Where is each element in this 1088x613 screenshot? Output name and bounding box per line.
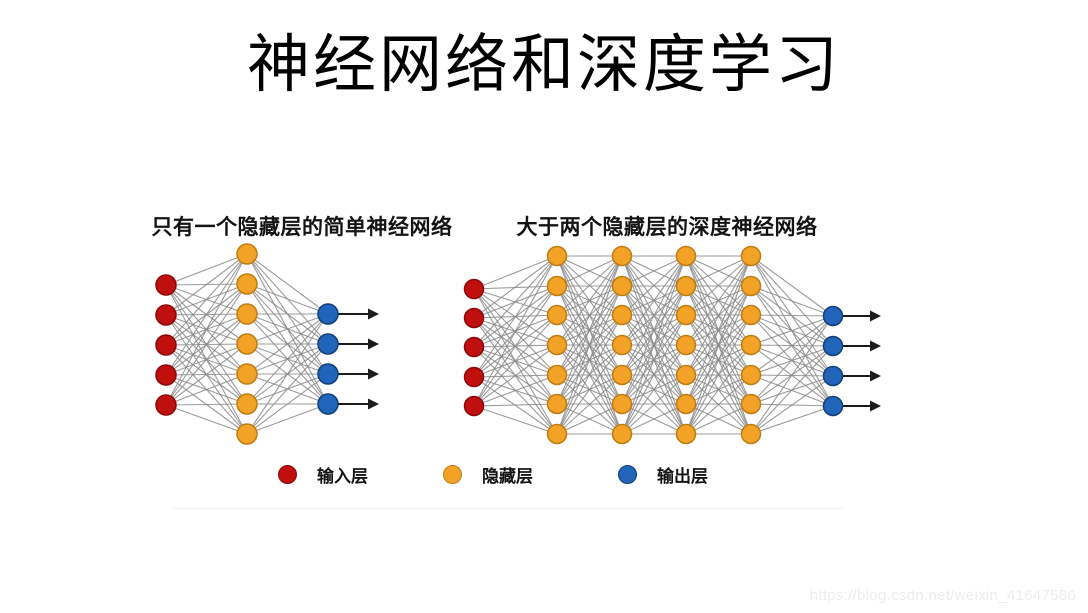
- hidden-layer-dot-icon: [443, 464, 462, 484]
- legend-label-output: 输出层: [657, 466, 708, 486]
- legend-item-output: 输出层: [618, 464, 708, 486]
- legend-item-hidden: 隐藏层: [443, 464, 533, 486]
- input-layer-dot-icon: [278, 464, 297, 484]
- legend-item-input: 输入层: [278, 464, 368, 486]
- image-bottom-edge: [172, 508, 844, 509]
- diagram-label-deep-network: 大于两个隐藏层的深度神经网络: [516, 216, 818, 239]
- legend-label-input: 输入层: [317, 466, 368, 486]
- watermark: https://blog.csdn.net/weixin_41647586: [809, 587, 1076, 604]
- legend-label-hidden: 隐藏层: [482, 466, 533, 486]
- diagram-label-simple-network: 只有一个隐藏层的简单神经网络: [151, 216, 453, 239]
- page-title: 神经网络和深度学习: [247, 30, 841, 100]
- output-layer-dot-icon: [618, 464, 637, 484]
